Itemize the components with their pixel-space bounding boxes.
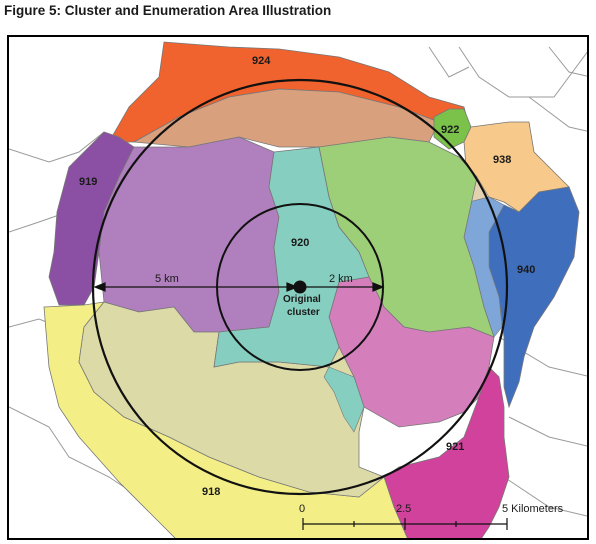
scale-bar — [302, 518, 508, 530]
buffer-label-2km: 2 km — [329, 273, 353, 285]
area-label-920: 920 — [291, 237, 309, 249]
area-919-region — [48, 131, 135, 306]
area-label-924: 924 — [252, 55, 271, 67]
cluster-label-line2: cluster — [287, 307, 320, 318]
area-label-918: 918 — [202, 486, 220, 498]
cluster-label-line1: Original — [283, 294, 321, 305]
area-940-region — [488, 186, 580, 409]
scale-tick-0: 0 — [299, 503, 305, 515]
area-label-919: 919 — [79, 176, 97, 188]
distance-arrows — [93, 282, 385, 292]
buffer-circle-5km — [91, 78, 509, 496]
figure-title: Figure 5: Cluster and Enumeration Area I… — [4, 3, 332, 18]
buffer-label-5km: 5 km — [155, 273, 179, 285]
original-cluster-point — [293, 280, 307, 294]
area-921-region — [383, 366, 510, 538]
map-frame: 924 922 938 919 920 940 921 918 5 km 2 k… — [7, 35, 589, 540]
area-919-buffer-section — [98, 136, 280, 333]
area-920-south-section — [323, 366, 365, 433]
map-canvas: 924 922 938 919 920 940 921 918 5 km 2 k… — [9, 41, 587, 538]
area-label-940: 940 — [517, 264, 535, 276]
area-label-921: 921 — [446, 441, 464, 453]
scale-tick-5-kilometers: 5 Kilometers — [502, 503, 564, 515]
scale-tick-2-5: 2.5 — [396, 503, 411, 515]
background-boundaries — [9, 46, 587, 517]
area-920-region — [213, 146, 370, 368]
area-label-922: 922 — [441, 124, 459, 136]
area-label-938: 938 — [493, 154, 511, 166]
